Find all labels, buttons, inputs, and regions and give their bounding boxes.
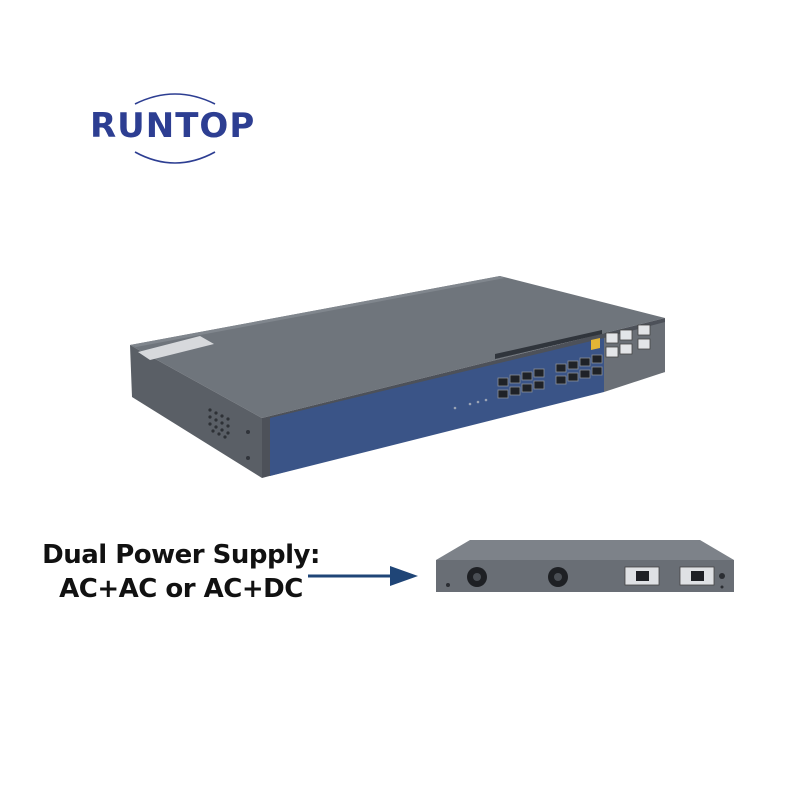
fan-icon <box>467 567 487 587</box>
power-supply-caption: Dual Power Supply: AC+AC or AC+DC <box>36 538 326 606</box>
runtop-logo: RUNTOP <box>80 82 270 172</box>
caption-line-2: AC+AC or AC+DC <box>59 574 303 604</box>
front-blue-panel <box>270 338 604 476</box>
caption-line-1: Dual Power Supply: <box>42 540 320 570</box>
logo-arcs-icon <box>134 93 216 164</box>
brand-name: RUNTOP <box>90 106 256 146</box>
fan-icon <box>548 567 568 587</box>
